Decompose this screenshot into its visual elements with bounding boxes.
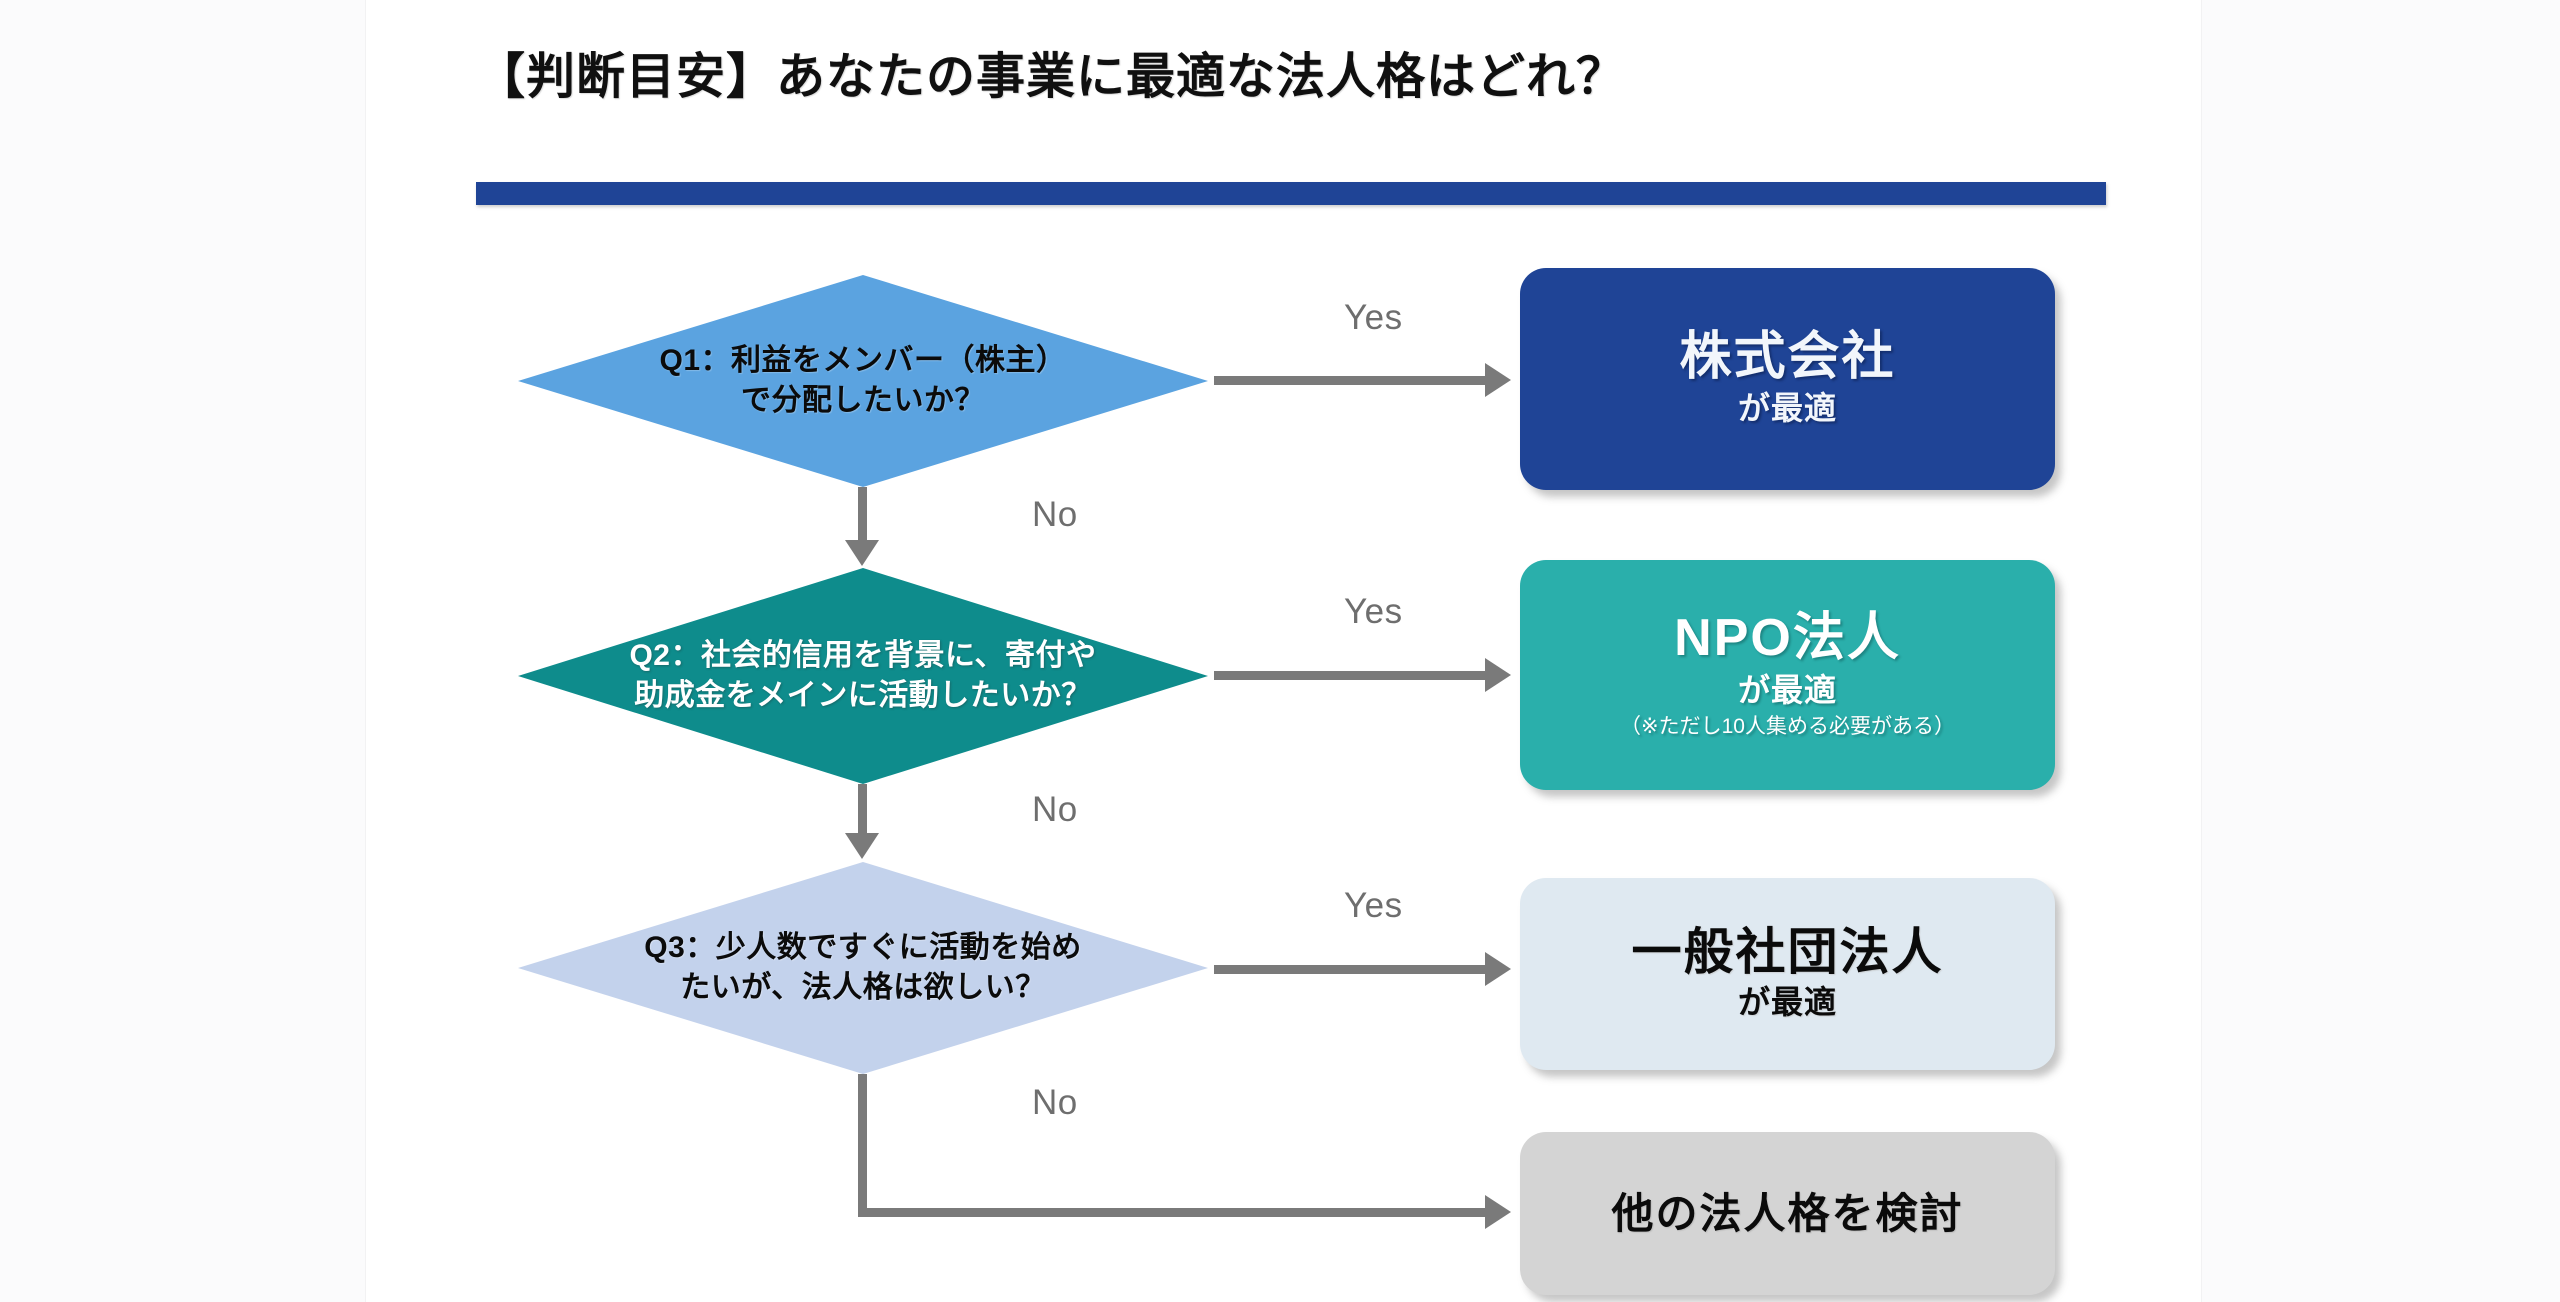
result-box-sonota-houjinkaku[interactable]: 他の法人格を検討: [1520, 1132, 2055, 1295]
branch-label-q3-yes: Yes: [1344, 886, 1403, 925]
title-block: 【判断目安】あなたの事業に最適な法人格はどれ？: [476, 48, 2176, 107]
decision-q2-label: Q2：社会的信用を背景に、寄付や 助成金をメインに活動したいか？: [629, 638, 1097, 712]
branch-label-q2-no: No: [1032, 790, 1078, 829]
result-sonota-houjinkaku-main: 他の法人格を検討: [1611, 1189, 1964, 1237]
result-box-npo-houjin[interactable]: NPO法人 が最適 （※ただし10人集める必要がある）: [1520, 560, 2055, 790]
branch-label-q2-yes: Yes: [1344, 592, 1403, 631]
branch-label-q1-no: No: [1032, 495, 1078, 534]
result-kabushiki-gaisha-sub: が最適: [1737, 390, 1837, 427]
flowchart: Q1：利益をメンバー（株主） で分配したいか？ Q2：社会的信用を背景に、寄付や…: [366, 0, 2201, 1302]
connector-q2-no-arrowhead-icon: [845, 833, 879, 859]
title-underline-bar: [476, 182, 2106, 205]
decision-node-q3[interactable]: Q3：少人数ですぐに活動を始め たいが、法人格は欲しい？: [518, 862, 1208, 1074]
connector-q1-yes-line: [1214, 376, 1486, 385]
result-ippan-shadan-houjin-main: 一般社団法人: [1631, 924, 1944, 981]
connector-q1-yes-arrowhead-icon: [1485, 363, 1511, 397]
slide-canvas: 【判断目安】あなたの事業に最適な法人格はどれ？ Q1：利益をメンバー（株主） で…: [366, 0, 2201, 1302]
result-npo-houjin-main: NPO法人: [1674, 609, 1901, 668]
connector-q2-yes-line: [1214, 671, 1486, 680]
result-npo-houjin-sub: が最適: [1737, 671, 1837, 708]
connector-q3-yes-line: [1214, 965, 1486, 974]
decision-q3-label: Q3：少人数ですぐに活動を始め たいが、法人格は欲しい？: [644, 930, 1082, 1004]
result-box-kabushiki-gaisha[interactable]: 株式会社 が最適: [1520, 268, 2055, 490]
result-ippan-shadan-houjin-sub: が最適: [1737, 984, 1837, 1021]
connector-q3-no-vertical-line: [858, 1074, 867, 1216]
connector-q3-no-horizontal-line: [858, 1208, 1486, 1217]
result-box-ippan-shadan-houjin[interactable]: 一般社団法人 が最適: [1520, 878, 2055, 1070]
connector-q2-yes-arrowhead-icon: [1485, 658, 1511, 692]
connector-q1-no-arrowhead-icon: [845, 540, 879, 566]
result-npo-houjin-note: （※ただし10人集める必要がある）: [1620, 715, 1955, 739]
connector-q3-no-arrowhead-icon: [1485, 1195, 1511, 1229]
page-title: 【判断目安】あなたの事業に最適な法人格はどれ？: [476, 50, 1627, 104]
decision-node-q1[interactable]: Q1：利益をメンバー（株主） で分配したいか？: [518, 275, 1208, 487]
branch-label-q1-yes: Yes: [1344, 298, 1403, 337]
result-kabushiki-gaisha-main: 株式会社: [1679, 328, 1896, 387]
decision-node-q2[interactable]: Q2：社会的信用を背景に、寄付や 助成金をメインに活動したいか？: [518, 568, 1208, 784]
branch-label-q3-no: No: [1032, 1083, 1078, 1122]
connector-q3-yes-arrowhead-icon: [1485, 952, 1511, 986]
connector-q1-no-line: [858, 487, 867, 543]
connector-q2-no-line: [858, 784, 867, 836]
decision-q1-label: Q1：利益をメンバー（株主） で分配したいか？: [659, 343, 1067, 417]
